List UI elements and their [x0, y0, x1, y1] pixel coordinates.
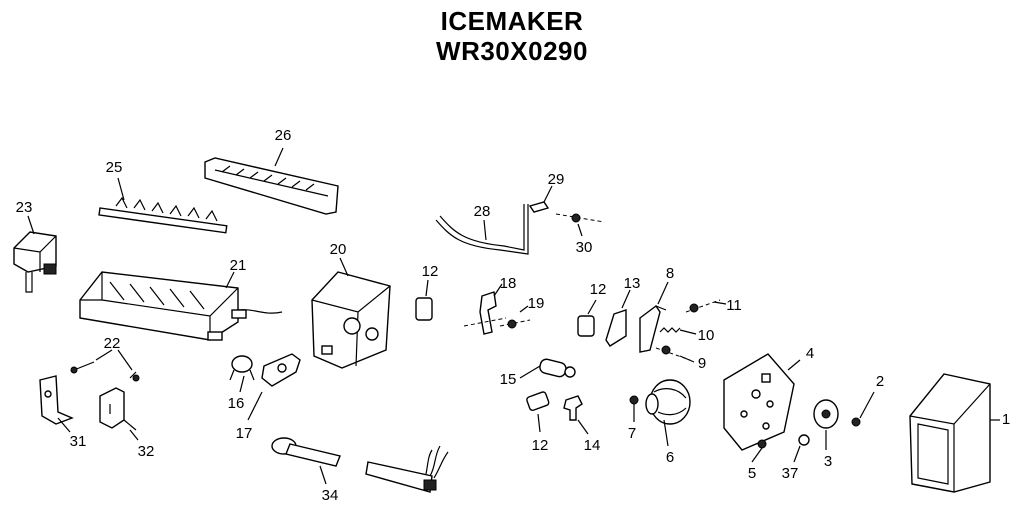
label-34: 34 [322, 487, 339, 504]
part-2-screw [851, 391, 875, 427]
label-21: 21 [230, 257, 247, 274]
label-20: 20 [330, 241, 347, 258]
label-29: 29 [548, 171, 565, 188]
label-15: 15 [500, 371, 517, 388]
part-19-screw [499, 305, 531, 329]
label-31: 31 [70, 433, 87, 450]
part-30-screw [555, 213, 605, 237]
part-12-switch-top [415, 279, 433, 321]
part-18-bracket-arm [463, 283, 507, 335]
label-23: 23 [16, 199, 33, 216]
diagram-title: ICEMAKER WR30X0290 [0, 6, 1024, 66]
part-17-mounting-plate [247, 353, 301, 421]
part-34-harness [271, 437, 449, 493]
label-8: 8 [666, 265, 674, 282]
part-25-ejector-shaft [98, 177, 228, 234]
label-28: 28 [474, 203, 491, 220]
part-12-switch-bottom [526, 391, 550, 433]
part-20-control-housing [311, 257, 391, 369]
label-26: 26 [275, 127, 292, 144]
part-1-cover [909, 373, 1000, 493]
part-14-lever [563, 395, 589, 435]
label-12-top: 12 [422, 263, 439, 280]
part-4-mounting-plate [723, 353, 801, 451]
part-11-screw [685, 299, 727, 313]
part-10-spring [659, 327, 697, 335]
label-12-middle: 12 [590, 281, 607, 298]
part-28-feeler-arm [435, 204, 529, 255]
part-13-lever [605, 289, 631, 347]
label-18: 18 [500, 275, 517, 292]
label-13: 13 [624, 275, 641, 292]
part-12-switch-middle [577, 299, 597, 337]
label-2: 2 [876, 373, 884, 390]
part-29-clip [528, 185, 553, 213]
part-21-mold-body [79, 271, 283, 341]
label-25: 25 [106, 159, 123, 176]
label-17: 17 [236, 425, 253, 442]
title-icemaker: ICEMAKER [440, 6, 584, 36]
label-11: 11 [726, 297, 742, 314]
label-30: 30 [576, 239, 593, 256]
label-32: 32 [138, 443, 155, 460]
label-37: 37 [782, 465, 799, 482]
part-26-ejector-rail [204, 147, 339, 215]
label-1: 1 [1002, 411, 1010, 428]
title-part-number: WR30X0290 [436, 36, 588, 66]
part-3-gear [813, 399, 839, 450]
label-14: 14 [584, 437, 601, 454]
label-12-bottom: 12 [532, 437, 549, 454]
label-6: 6 [666, 449, 674, 466]
label-5: 5 [748, 465, 756, 482]
label-4: 4 [806, 345, 814, 362]
part-labels: 26 25 23 21 20 28 29 30 12 18 19 12 13 8… [16, 127, 1011, 504]
part-23-fill-cup [13, 215, 57, 293]
part-5-screw [751, 439, 767, 463]
part-6-motor [645, 379, 691, 447]
part-15-plug [519, 358, 576, 379]
label-3: 3 [824, 453, 832, 470]
part-16-thermostat [229, 355, 255, 393]
label-9: 9 [698, 355, 706, 372]
label-22: 22 [104, 335, 121, 352]
part-9-screw [655, 345, 695, 363]
part-7-screw [629, 395, 639, 422]
part-22-screws [70, 349, 140, 382]
part-31-bracket [39, 375, 74, 433]
label-10: 10 [698, 327, 715, 344]
part-37-nut [793, 434, 810, 463]
label-19: 19 [528, 295, 545, 312]
part-8-switch-bracket [639, 281, 669, 353]
label-16: 16 [228, 395, 245, 412]
label-7: 7 [628, 425, 636, 442]
part-32-bracket [99, 387, 139, 441]
